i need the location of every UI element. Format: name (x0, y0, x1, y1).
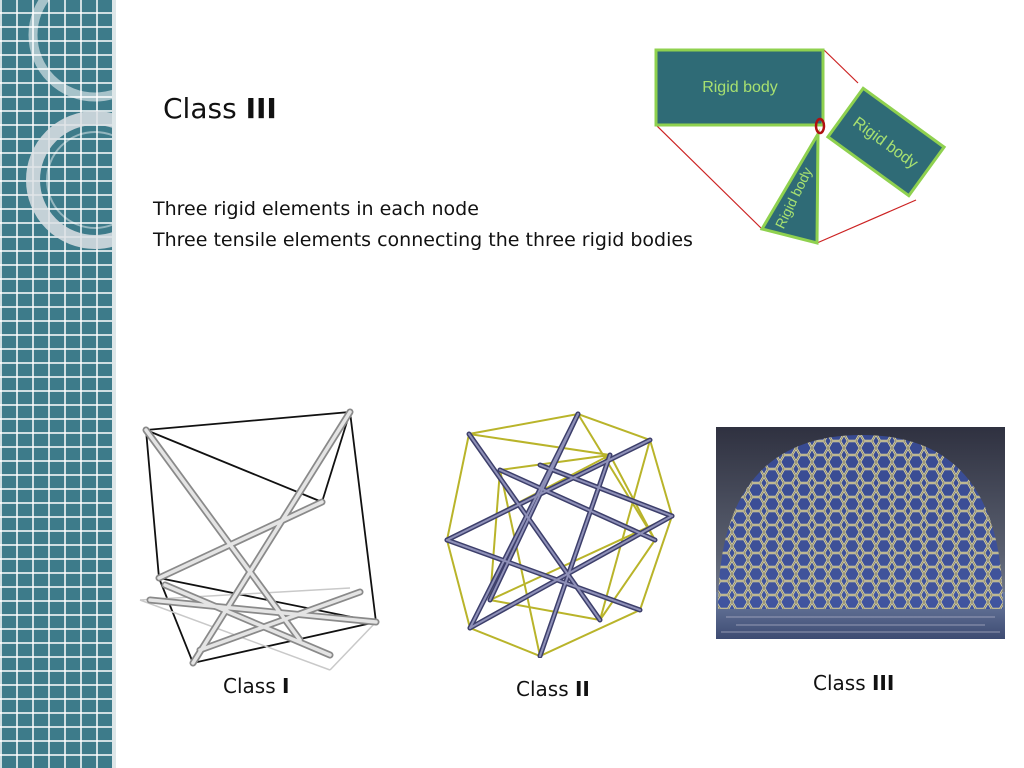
title-roman: III (245, 92, 277, 125)
tensile-cables (655, 48, 917, 244)
caption-class-2: Class II (516, 677, 590, 701)
class-3-dome-figure (716, 427, 1005, 639)
description-line-1: Three rigid elements in each node (153, 198, 479, 220)
caption-class-3: Class III (813, 671, 894, 695)
ring-decoration-icon (26, 0, 114, 249)
caption-roman: II (574, 677, 590, 701)
rigid-body-right: Rigid body (825, 86, 947, 198)
rigid-body-label-1: Rigid body (702, 79, 778, 96)
description: Three rigid elements in each node Three … (153, 194, 693, 256)
rigid-body-lower: Rigid body (759, 128, 820, 245)
title-prefix: Class (163, 92, 237, 125)
slide-title: Class III (163, 92, 277, 125)
rigid-body-diagram: Rigid body Rigid body Rigid body (654, 48, 947, 245)
sidebar-divider (112, 0, 116, 768)
rigid-body-top: Rigid body (654, 48, 825, 127)
class-1-tensegrity-figure (139, 408, 380, 671)
caption-prefix: Class (223, 674, 276, 698)
caption-class-1: Class I (223, 674, 289, 698)
description-line-2: Three tensile elements connecting the th… (153, 229, 693, 251)
caption-prefix: Class (516, 677, 569, 701)
class-2-tensegrity-figure (444, 411, 675, 658)
caption-roman: I (281, 674, 290, 698)
caption-prefix: Class (813, 671, 866, 695)
joint-node-icon (814, 117, 826, 135)
caption-roman: III (871, 671, 895, 695)
sidebar-decoration (0, 0, 114, 768)
